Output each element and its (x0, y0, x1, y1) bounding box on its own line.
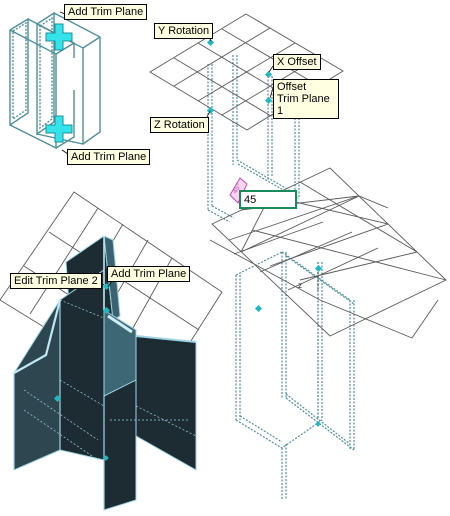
offset-tooltip-line2: Trim Plane 1 (277, 93, 330, 117)
y-rotation-tooltip: Y Rotation (154, 23, 214, 39)
add-trim-plane-tooltip-top: Add Trim Plane (64, 4, 148, 20)
axis-label: z (298, 281, 302, 290)
offset-trim-plane-1-tooltip: Offset Trim Plane 1 (273, 79, 339, 119)
frame-top-wireframe (207, 55, 300, 223)
x-offset-tooltip: X Offset (273, 54, 321, 70)
axis-indicator: z (298, 272, 319, 292)
z-rotation-tooltip: Z Rotation (150, 117, 209, 133)
edit-trim-plane-2-tooltip: Edit Trim Plane 2 (10, 273, 102, 289)
solid-cross-shape (13, 235, 197, 511)
trim-plane-grid-tilted (209, 167, 447, 339)
plus-icon[interactable] (45, 23, 73, 51)
thin-panels-wireframe (9, 11, 101, 150)
frame-bottom-wireframe (235, 251, 355, 500)
plus-icon[interactable] (45, 115, 73, 143)
handle-icon[interactable] (206, 38, 273, 115)
handle-icon[interactable] (254, 264, 323, 427)
rotation-angle-input[interactable]: 45 (239, 190, 297, 209)
add-trim-plane-tooltip-solid: Add Trim Plane (107, 266, 191, 282)
offset-tooltip-line1: Offset (277, 81, 307, 93)
handle-icon[interactable] (53, 282, 111, 461)
add-trim-plane-tooltip-bottom: Add Trim Plane (67, 149, 151, 165)
